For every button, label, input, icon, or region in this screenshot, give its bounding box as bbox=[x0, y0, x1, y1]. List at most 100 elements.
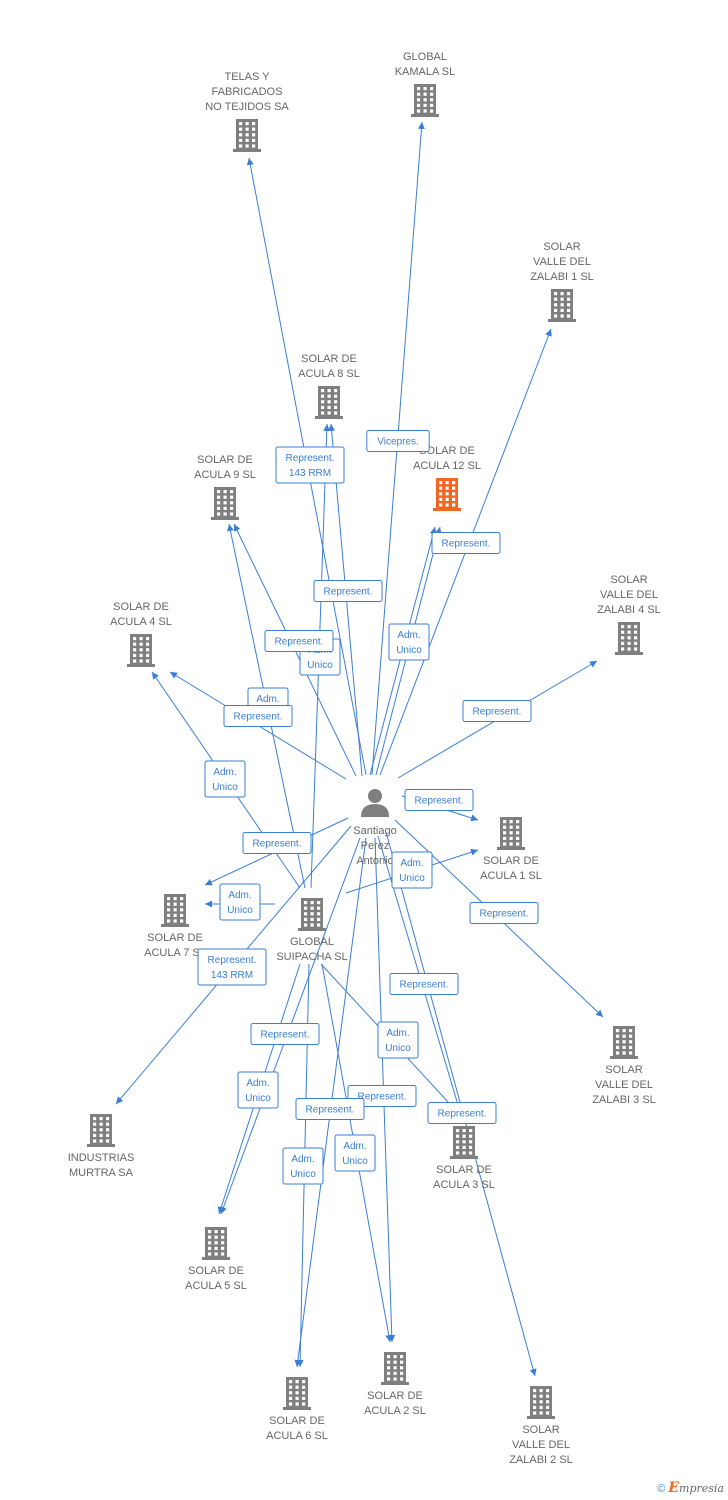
building-window bbox=[146, 653, 150, 657]
building-window bbox=[289, 1380, 293, 1384]
node-acula5-label-line: SOLAR DE bbox=[188, 1265, 244, 1277]
edge-label-acula7[interactable]: Represent. bbox=[242, 832, 312, 854]
building-window bbox=[423, 87, 427, 91]
edge-label-box bbox=[377, 1021, 419, 1059]
edge-label-acula5[interactable]: Adm.Unico bbox=[237, 1071, 279, 1109]
edge-label-acula5[interactable]: Represent. bbox=[250, 1023, 320, 1045]
building-window bbox=[503, 825, 507, 829]
building-window bbox=[462, 1129, 466, 1133]
building-window bbox=[539, 1389, 543, 1393]
building-window bbox=[546, 1411, 550, 1415]
edge-label-murtra[interactable]: Represent.143 RRM bbox=[197, 948, 267, 986]
building-window bbox=[217, 512, 221, 516]
node-zalabi3-label-line: ZALABI 3 SL bbox=[592, 1094, 656, 1106]
building-window bbox=[456, 1145, 460, 1149]
building-window bbox=[304, 912, 308, 916]
building-window bbox=[239, 122, 243, 126]
edge-label-zalabi3[interactable]: Represent. bbox=[469, 902, 539, 924]
edge-label-acula1[interactable]: Represent. bbox=[404, 789, 474, 811]
edge-label-telas[interactable]: Represent.143 RRM bbox=[275, 446, 345, 484]
edge-label-text: Represent. bbox=[358, 1092, 407, 1103]
node-acula8-label-line: ACULA 8 SL bbox=[298, 368, 360, 380]
edge-label-text: Unico bbox=[385, 1043, 411, 1054]
building-window bbox=[629, 1051, 633, 1055]
edge-label-acula3[interactable]: Represent. bbox=[389, 973, 459, 995]
building-window bbox=[230, 512, 234, 516]
edge-label-acula6[interactable]: Adm.Unico bbox=[282, 1147, 324, 1185]
edge-label-acula2[interactable]: Adm.Unico bbox=[334, 1134, 376, 1172]
edge-label-text: Unico bbox=[290, 1169, 316, 1180]
edge-label-box bbox=[223, 705, 293, 727]
person-body bbox=[361, 804, 389, 817]
edge-label-acula7[interactable]: Adm.Unico bbox=[219, 883, 261, 921]
edge-label-acula4[interactable]: Adm.Unico bbox=[204, 760, 246, 798]
node-acula4-label-line: SOLAR DE bbox=[113, 601, 169, 613]
building-icon bbox=[615, 622, 643, 655]
edge-label-acula6[interactable]: Represent. bbox=[295, 1098, 365, 1120]
edge-label-acula8[interactable]: Represent. bbox=[313, 580, 383, 602]
brand-logo-text: mpresia bbox=[679, 1482, 724, 1495]
edge-label-acula4[interactable]: Represent. bbox=[223, 705, 293, 727]
building-window bbox=[133, 642, 137, 646]
building-window bbox=[393, 1355, 397, 1359]
building-window bbox=[462, 1145, 466, 1149]
building-icon bbox=[202, 1227, 230, 1260]
building-window bbox=[93, 1133, 97, 1137]
building-window bbox=[393, 1366, 397, 1370]
edge-label-acula12[interactable]: Represent. bbox=[431, 532, 501, 554]
building-window bbox=[560, 292, 564, 296]
edge-label-text: Unico bbox=[245, 1093, 271, 1104]
building-base bbox=[161, 924, 189, 927]
building-window bbox=[546, 1389, 550, 1393]
edge-label-acula12[interactable]: Adm.Unico bbox=[388, 623, 430, 661]
building-icon bbox=[211, 487, 239, 520]
node-zalabi1-label-line: SOLAR bbox=[543, 241, 580, 253]
building-window bbox=[634, 641, 638, 645]
building-window bbox=[245, 122, 249, 126]
edge-label-zalabi4[interactable]: Represent. bbox=[462, 700, 532, 722]
edge-label-zalabi2[interactable]: Represent. bbox=[427, 1102, 497, 1124]
building-base bbox=[211, 517, 239, 520]
edge-label-acula2[interactable]: Represent. bbox=[347, 1085, 417, 1107]
node-acula2-label-line: ACULA 2 SL bbox=[364, 1405, 426, 1417]
building-window bbox=[99, 1139, 103, 1143]
building-window bbox=[516, 831, 520, 835]
building-base bbox=[433, 508, 461, 511]
edge-label-acula1[interactable]: Adm.Unico bbox=[391, 851, 433, 889]
building-window bbox=[509, 836, 513, 840]
building-window bbox=[214, 1246, 218, 1250]
building-window bbox=[503, 842, 507, 846]
node-zalabi4-label-line: ZALABI 4 SL bbox=[597, 604, 661, 616]
building-window bbox=[430, 98, 434, 102]
building-window bbox=[554, 308, 558, 312]
edge-label-acula3[interactable]: Adm.Unico bbox=[377, 1021, 419, 1059]
building-window bbox=[533, 1411, 537, 1415]
edge-label-kamala[interactable]: Vicepres. bbox=[366, 430, 430, 452]
building-window bbox=[393, 1360, 397, 1364]
building-window bbox=[252, 127, 256, 131]
building-base bbox=[202, 1257, 230, 1260]
building-window bbox=[295, 1385, 299, 1389]
building-window bbox=[554, 297, 558, 301]
building-window bbox=[430, 87, 434, 91]
edge-label-acula9[interactable]: Represent. bbox=[264, 630, 334, 652]
